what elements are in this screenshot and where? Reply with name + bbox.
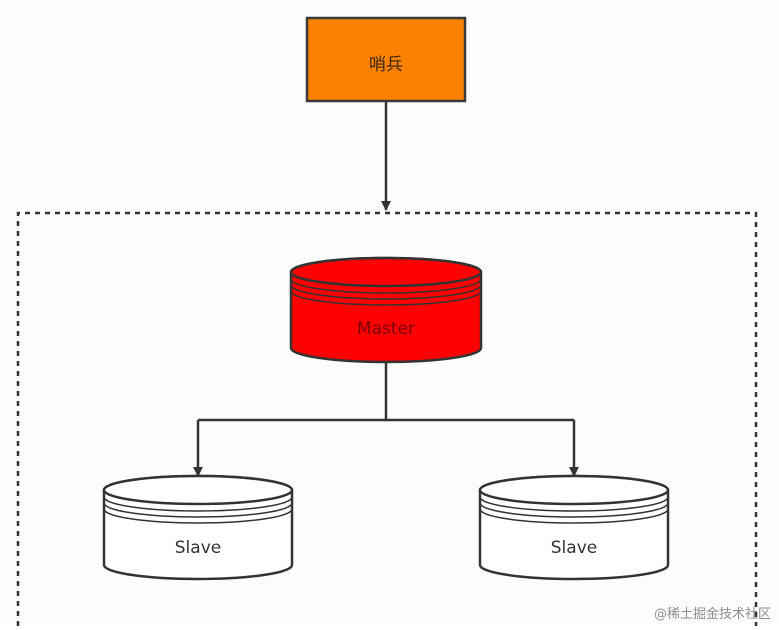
- slave-node-right[interactable]: [478, 474, 670, 581]
- sentinel-label: 哨兵: [369, 55, 403, 75]
- master-cylinder-top: [289, 256, 483, 288]
- slave-right-cylinder-ring: [479, 508, 669, 524]
- master-node[interactable]: [289, 256, 483, 364]
- slave-left-label: Slave: [174, 538, 222, 558]
- slave-left-cylinder-ring: [103, 502, 293, 518]
- master-label: Master: [356, 319, 416, 339]
- master-cylinder-ring: [290, 290, 482, 306]
- slave-right-cylinder-top: [478, 474, 670, 506]
- slave-left-cylinder-ring: [103, 508, 293, 524]
- replication-group-border: [16, 211, 758, 626]
- slave-right-cylinder-ring: [479, 502, 669, 518]
- slave-left-cylinder-ring: [103, 496, 293, 512]
- slave-right-cylinder-ring: [479, 496, 669, 512]
- master-cylinder-ring: [290, 278, 482, 294]
- watermark-text: @稀土掘金技术社区: [653, 607, 771, 622]
- slave-right-label: Slave: [550, 538, 598, 558]
- slave-left-cylinder-top: [102, 474, 294, 506]
- slave-node-left[interactable]: [102, 474, 294, 581]
- master-cylinder-ring: [290, 284, 482, 300]
